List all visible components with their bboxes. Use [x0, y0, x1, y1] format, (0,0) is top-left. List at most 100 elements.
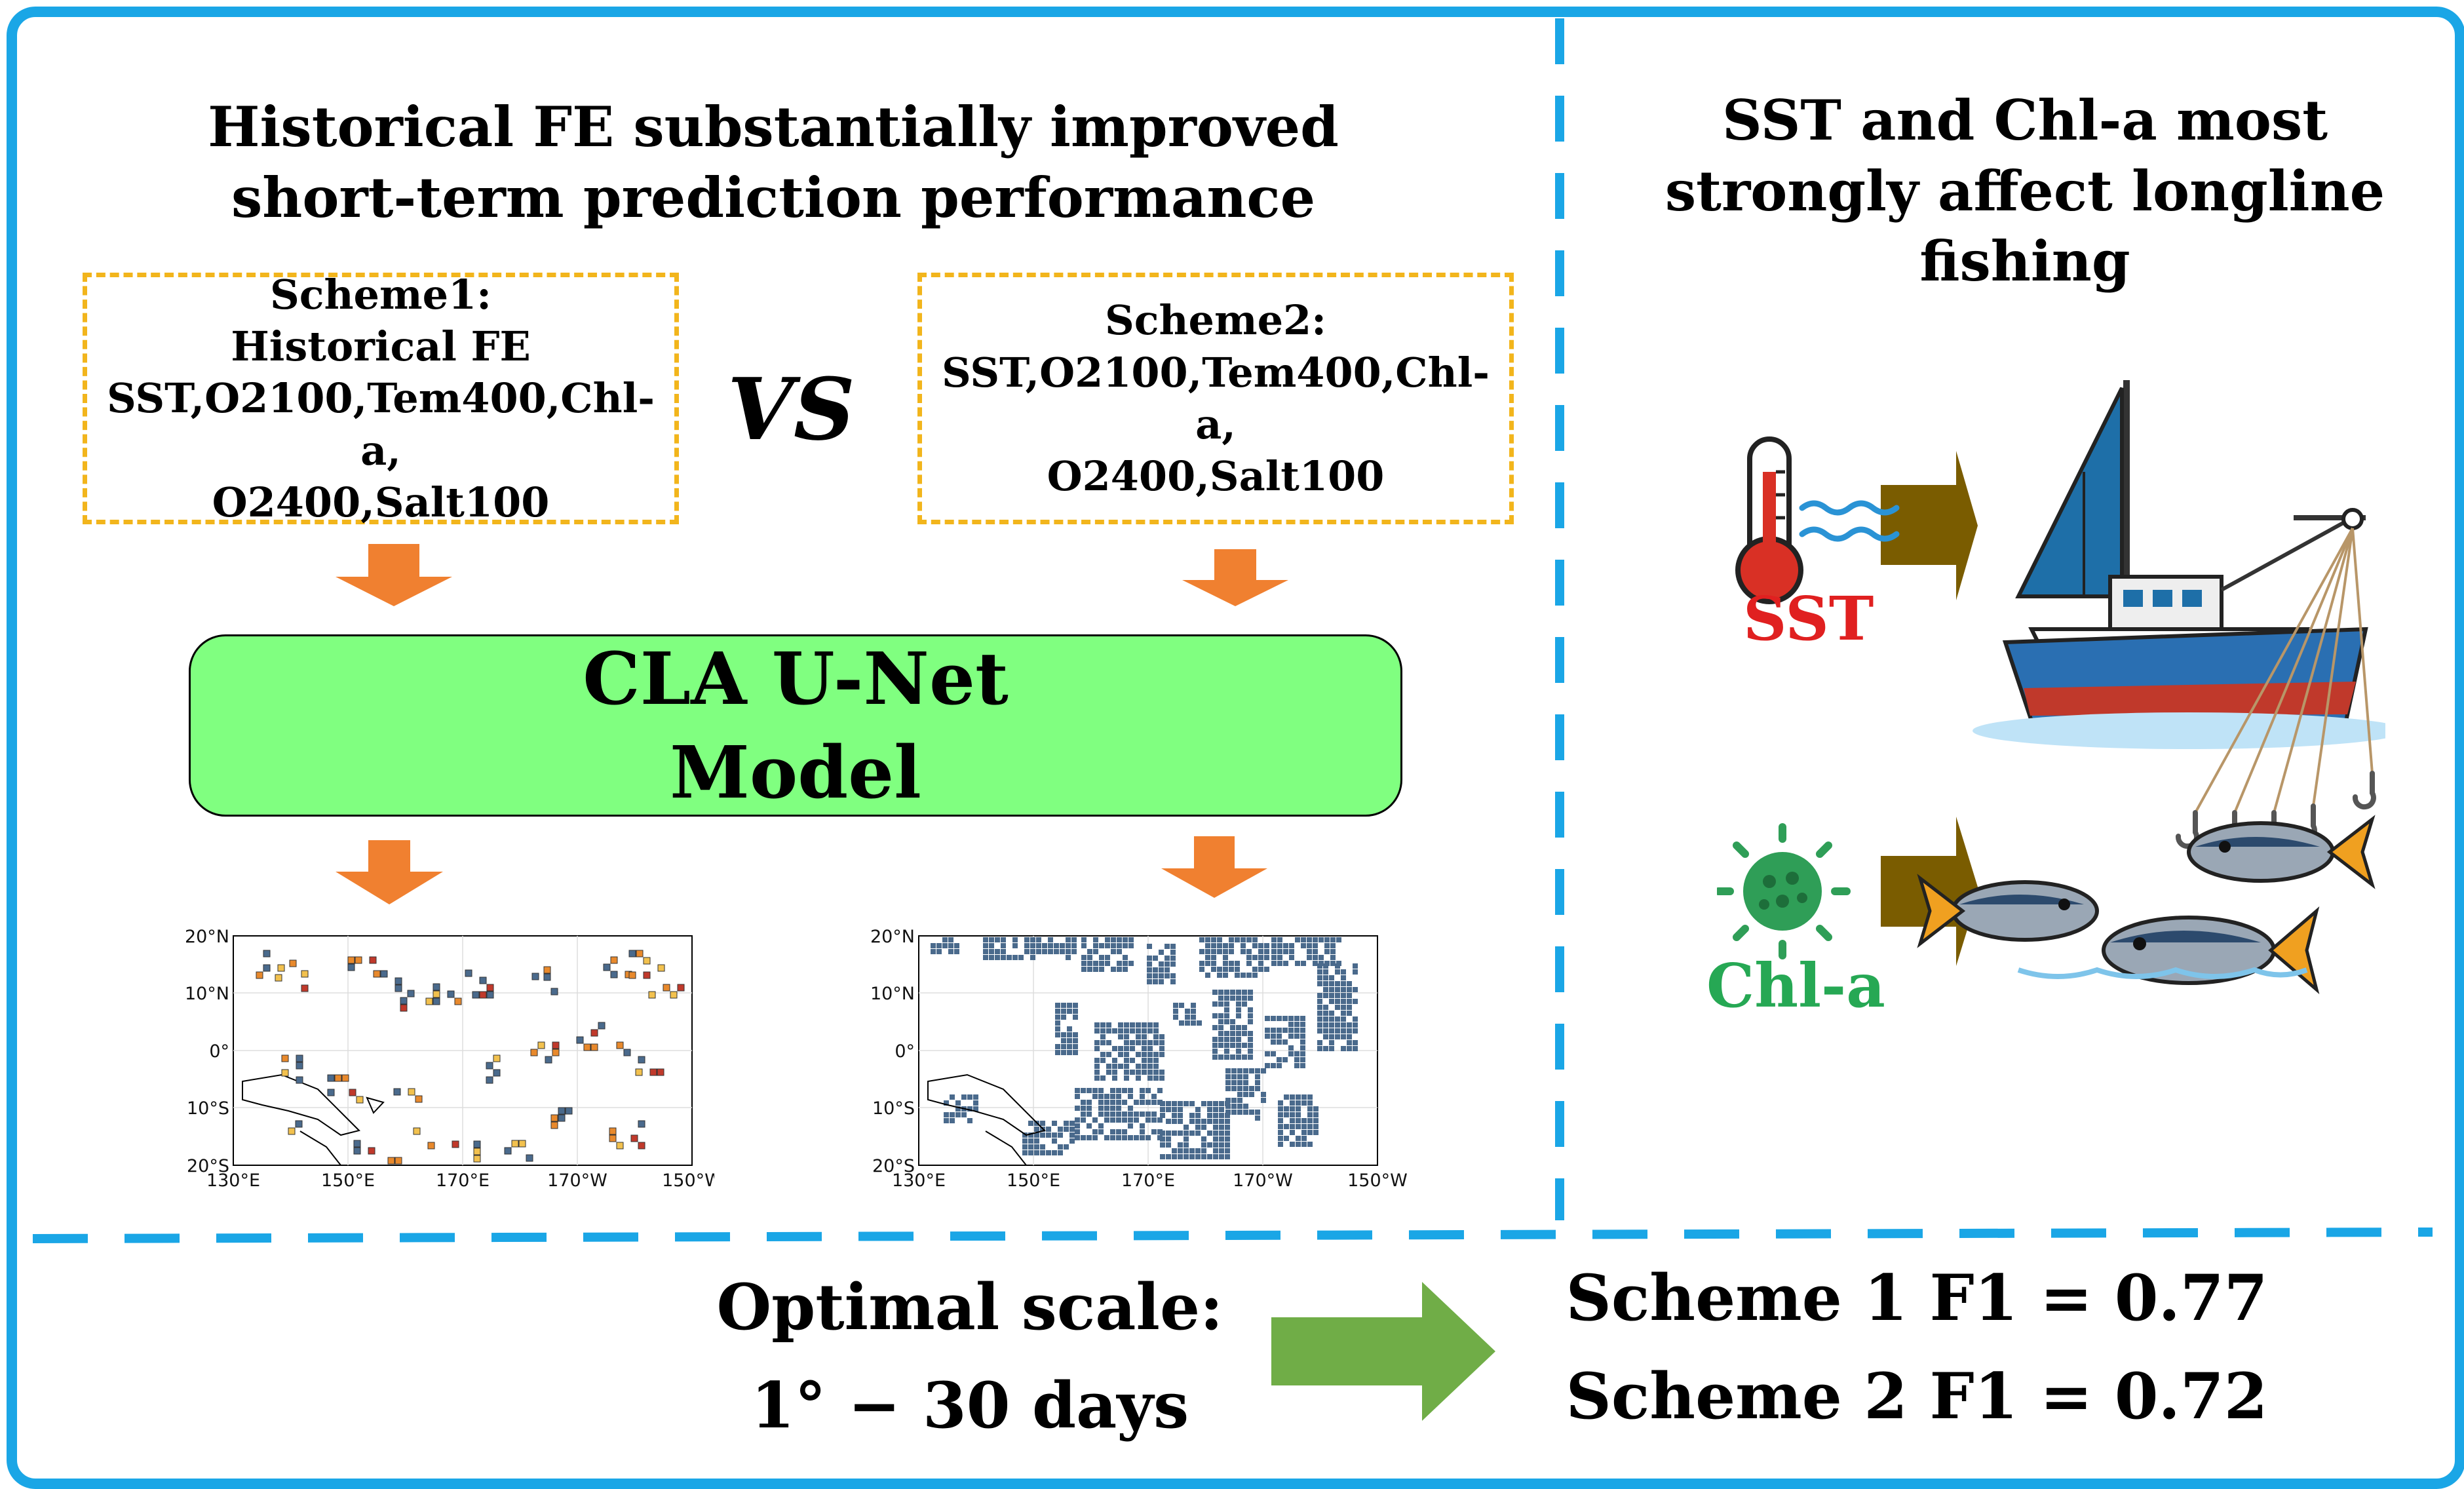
map-cell — [967, 1106, 972, 1112]
map-cell — [1067, 1009, 1072, 1014]
map-cell — [1230, 1025, 1235, 1030]
map-cell — [609, 1134, 617, 1142]
map-cell — [1170, 944, 1176, 949]
map-cell — [1092, 1088, 1098, 1093]
map-cell — [1277, 961, 1282, 966]
map-cell — [1329, 999, 1334, 1004]
map-cell — [1225, 1148, 1230, 1153]
map-cell — [1236, 1001, 1241, 1007]
map-cell — [1178, 1101, 1183, 1106]
map-cell — [1147, 1028, 1153, 1034]
map-cell — [1231, 1110, 1237, 1115]
map-cell — [1151, 1129, 1157, 1134]
map-cell — [576, 1036, 584, 1044]
map-cell — [1217, 943, 1222, 948]
map-cell — [1100, 1028, 1106, 1034]
map-cell — [1110, 1129, 1115, 1134]
x-tick: 150°W — [1347, 1170, 1408, 1191]
map-cell — [1284, 1136, 1289, 1141]
map-cell — [1301, 937, 1306, 942]
map-cell — [1353, 1022, 1358, 1028]
down-arrow-icon — [1161, 836, 1267, 898]
map-cell — [275, 974, 282, 982]
map-cell — [1290, 1100, 1295, 1106]
map-cell — [1136, 1064, 1141, 1069]
map-cell — [1130, 1070, 1135, 1075]
map-cell — [1237, 1086, 1242, 1091]
map-cell — [1124, 1028, 1129, 1034]
map-cell — [1323, 1034, 1328, 1039]
map-cell — [289, 959, 297, 967]
map-cell — [1172, 1131, 1177, 1136]
map-cell — [1288, 1028, 1294, 1033]
map-cell — [1128, 961, 1134, 966]
map-cell — [1066, 943, 1071, 948]
map-cell — [1124, 1070, 1129, 1075]
map-cell — [1069, 1121, 1075, 1126]
map-cell — [1042, 949, 1047, 954]
map-cell — [1213, 1113, 1218, 1118]
map-cell — [1071, 943, 1077, 948]
map-cell — [1218, 1037, 1223, 1042]
map-cell — [1248, 1007, 1253, 1013]
map-cell — [1212, 1001, 1218, 1007]
map-cell — [1067, 1050, 1072, 1055]
map-cell — [355, 956, 362, 964]
map-cell — [1030, 937, 1035, 942]
map-cell — [1201, 1101, 1206, 1106]
optimal-line: Optimal scale: — [716, 1270, 1223, 1344]
map-cell — [955, 1100, 961, 1106]
map-cell — [1061, 1038, 1066, 1043]
map-cell — [1081, 967, 1087, 972]
map-cell — [1094, 1058, 1100, 1063]
map-cell — [1100, 1075, 1106, 1081]
map-cell — [1313, 937, 1318, 942]
map-cell — [281, 1054, 289, 1062]
map-cell — [1117, 961, 1122, 966]
map-cell — [1145, 1117, 1151, 1123]
map-cell — [1106, 1028, 1111, 1034]
map-cell — [1300, 1022, 1305, 1027]
map-cell — [1223, 949, 1228, 954]
map-cell — [1255, 1115, 1260, 1121]
map-cell — [1128, 1094, 1133, 1099]
map-cell — [1258, 961, 1263, 966]
map-cell — [955, 1106, 961, 1112]
map-cell — [995, 937, 1000, 942]
map-cell — [295, 1120, 303, 1128]
map-cell — [1166, 1101, 1171, 1106]
map-cell — [955, 1112, 961, 1117]
thermometer-icon — [1735, 436, 1803, 604]
map-cell — [1142, 1058, 1147, 1063]
map-cell — [281, 1069, 289, 1077]
map-cell — [1034, 1127, 1039, 1132]
map-cell — [1128, 937, 1134, 942]
map-cell — [1046, 1132, 1051, 1138]
map-cell — [1073, 1044, 1078, 1049]
map-cell — [1246, 973, 1252, 978]
map-cell — [479, 977, 487, 984]
map-cell — [1172, 1148, 1177, 1153]
map-cell — [1277, 1028, 1282, 1033]
map-cell — [1301, 1142, 1307, 1147]
map-cell — [1124, 1075, 1129, 1081]
map-cell — [1060, 949, 1065, 954]
map-cell — [1264, 955, 1269, 960]
map-cell — [1205, 955, 1210, 960]
map-cell — [1201, 1119, 1206, 1124]
map-cell — [1211, 961, 1216, 966]
map-cell — [1249, 1068, 1254, 1073]
map-cell — [1134, 1112, 1139, 1117]
map-cell — [1218, 1013, 1223, 1018]
map-cell — [1224, 1019, 1229, 1024]
map-cell — [1147, 1070, 1153, 1075]
map-cell — [1116, 1117, 1121, 1123]
map-cell — [1098, 1088, 1104, 1093]
map-cell — [1237, 1104, 1242, 1109]
map-cell — [447, 990, 455, 998]
map-cell — [944, 1118, 949, 1123]
map-cell — [1248, 996, 1253, 1001]
map-cell — [1224, 996, 1229, 1001]
map-cell — [1172, 1107, 1177, 1112]
map-cell — [433, 990, 440, 998]
